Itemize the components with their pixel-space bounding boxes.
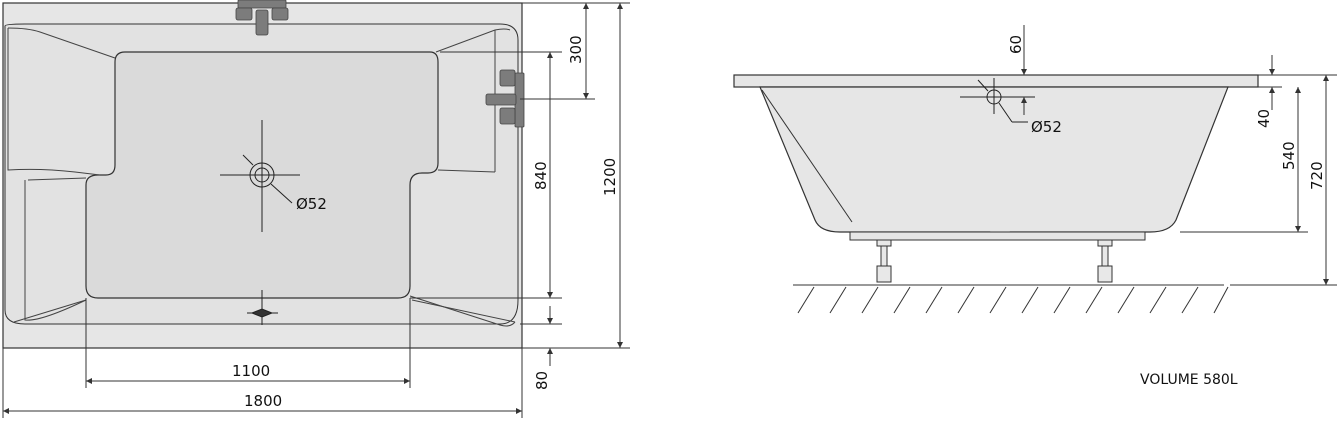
dim-1200 [522, 2, 630, 349]
dim-1100-label: 1100 [232, 362, 270, 380]
dim-80-label: 80 [533, 371, 551, 390]
dim-60-label: 60 [1007, 35, 1025, 54]
side-tap-icon [485, 69, 525, 128]
side-base [849, 231, 1146, 241]
side-inner-slope [761, 89, 853, 223]
drain-icon [220, 120, 300, 232]
side-legs [876, 239, 1113, 283]
dim-840-label: 840 [532, 161, 550, 190]
floor-hatch [793, 284, 1229, 314]
side-rim [733, 74, 1259, 88]
dim-40 [1258, 55, 1282, 110]
bottom-fitting [247, 290, 278, 325]
dim-840 [410, 51, 562, 299]
dim-40-label: 40 [1255, 109, 1273, 128]
overflow-diameter-label: Ø52 [1031, 118, 1062, 136]
top-view: Ø52 1100 [2, 0, 630, 418]
tub-slope-lines [7, 27, 516, 327]
dim-1800 [2, 348, 523, 418]
volume-label: VOLUME 580L [1140, 372, 1238, 388]
side-view: Ø52 60 40 540 720 VOLUME 580L [733, 25, 1337, 388]
dim-1100 [85, 298, 411, 388]
dim-1800-label: 1800 [244, 392, 282, 410]
dim-80 [520, 306, 562, 366]
dim-720-label: 720 [1308, 161, 1326, 190]
dim-540 [1180, 87, 1308, 233]
drain-diameter-label: Ø52 [296, 195, 327, 213]
dim-300-label: 300 [567, 35, 585, 64]
dim-720 [1230, 74, 1337, 286]
dim-540-label: 540 [1280, 141, 1298, 170]
top-tap-icon [235, 0, 289, 36]
dim-1200-label: 1200 [601, 158, 619, 196]
